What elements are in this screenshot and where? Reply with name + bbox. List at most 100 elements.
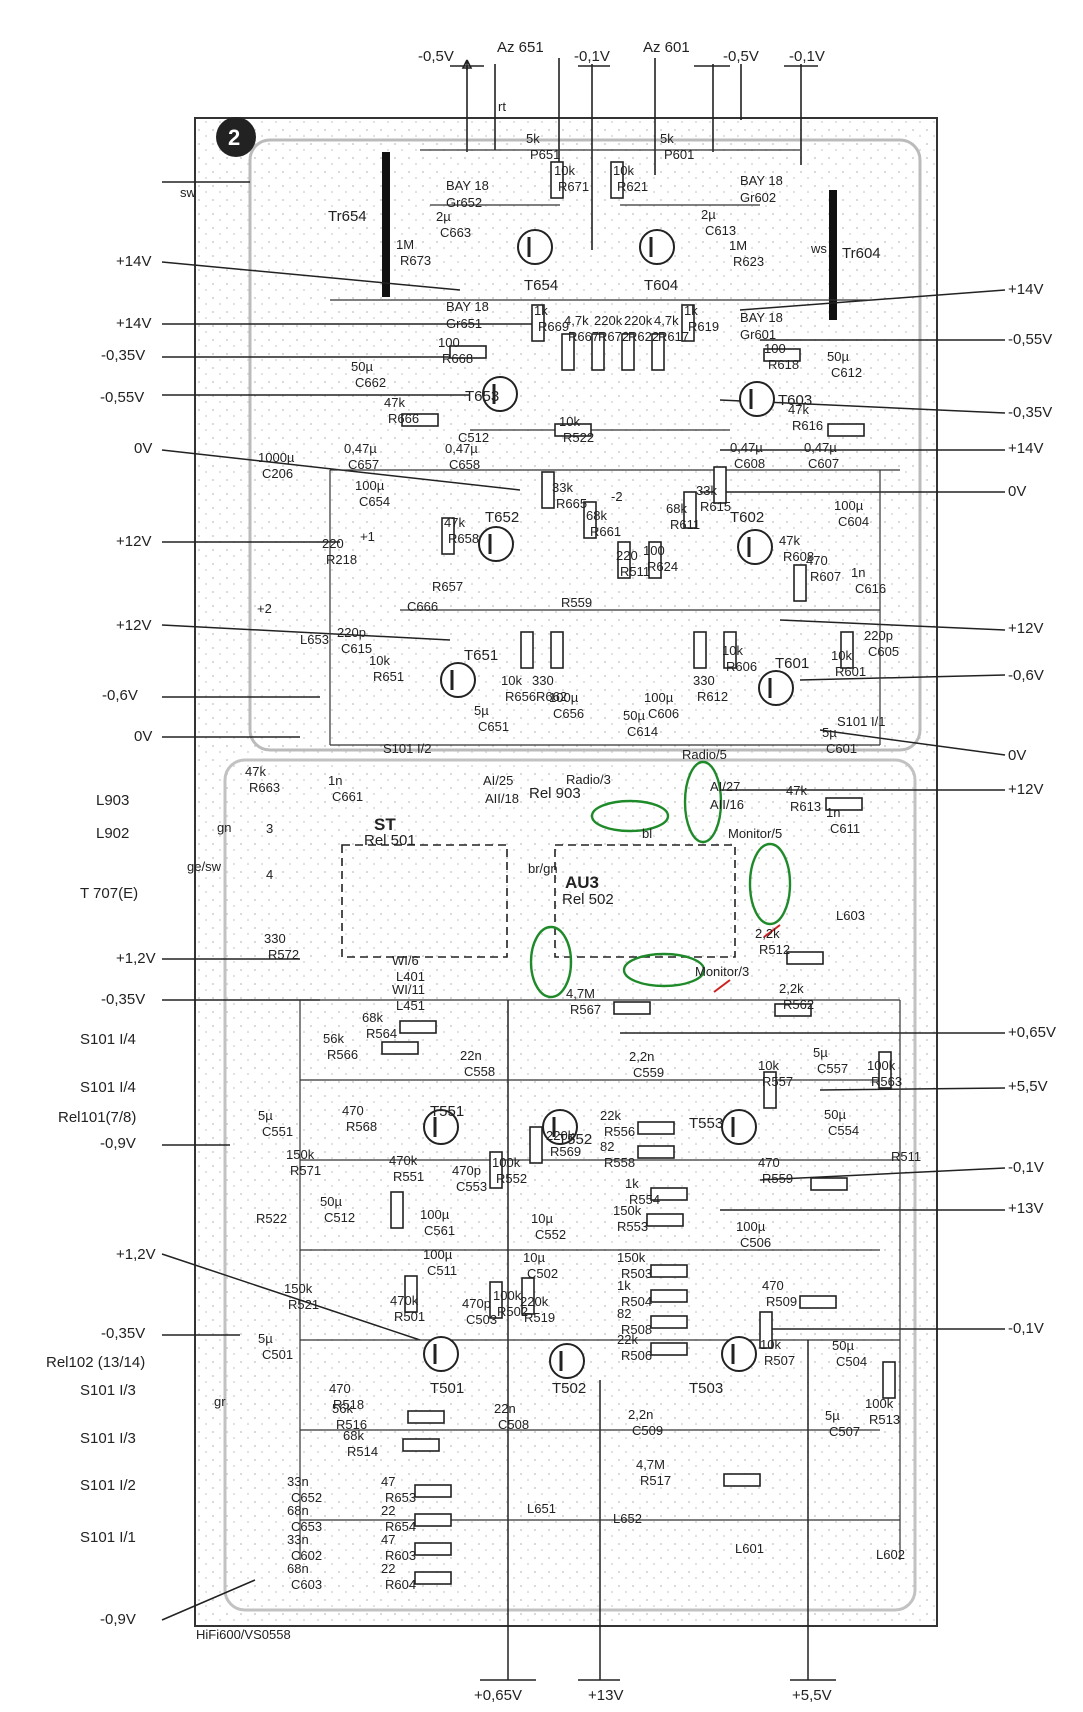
lower-comp-val-31: 100µ bbox=[420, 1207, 450, 1222]
upper-comp-val-2: 2µ bbox=[436, 209, 451, 224]
lower-comp-val-1: 1n bbox=[328, 773, 343, 788]
lower-comp-ref-62: C602 bbox=[291, 1548, 323, 1563]
lower-comp-val-2: 47k bbox=[786, 783, 807, 798]
lower-comp-val-53: 2,2n bbox=[628, 1407, 654, 1422]
transistor-label-4: T652 bbox=[485, 509, 520, 526]
lower-comp-ref-19: C551 bbox=[262, 1124, 294, 1139]
left-rail-0: +14V bbox=[116, 253, 152, 270]
lower-comp-val-7: WI/11 bbox=[392, 982, 425, 997]
lower-comp-val-40: 220k bbox=[520, 1294, 549, 1309]
resistor-horizontal-18 bbox=[799, 1295, 837, 1309]
lower-comp-val-60: 68n bbox=[287, 1503, 309, 1518]
upper-comp-val-45: 10k bbox=[501, 673, 522, 688]
upper-comp-val-40: 1n bbox=[851, 565, 866, 580]
upper-comp-ref-15: R618 bbox=[768, 357, 800, 372]
lower-comp-ref-34: C506 bbox=[740, 1235, 772, 1250]
lower-comp-val-10: 4,7M bbox=[566, 986, 595, 1001]
upper-comp-ref-21: C512 bbox=[458, 430, 490, 445]
transistor-label-1: T604 bbox=[644, 277, 679, 294]
transistor-label-0: T654 bbox=[524, 277, 559, 294]
resistor-horizontal-4 bbox=[554, 423, 592, 437]
transistor-label-13: T503 bbox=[689, 1380, 724, 1397]
left-rail-2: -0,35V bbox=[101, 347, 146, 364]
upper-comp-val-7: 10k bbox=[613, 163, 634, 178]
lower-comp-ref-13: C558 bbox=[464, 1064, 496, 1079]
transistor-symbol-0 bbox=[517, 229, 553, 265]
transformer-tr654 bbox=[382, 152, 390, 297]
lower-comp-val-54: 5µ bbox=[825, 1408, 840, 1423]
resistor-horizontal-14 bbox=[650, 1264, 688, 1278]
resistor-vertical-7 bbox=[681, 304, 695, 342]
lower-comp-ref-35: R501 bbox=[394, 1309, 426, 1324]
lower-comp-ref-15: C557 bbox=[817, 1061, 849, 1076]
upper-comp-val-35: 33k bbox=[696, 483, 717, 498]
lower-comp-ref-60: C653 bbox=[291, 1519, 323, 1534]
board-number-badge bbox=[216, 117, 256, 157]
lower-comp-ref-64: C603 bbox=[291, 1577, 323, 1592]
lower-comp-val-23: 22k bbox=[600, 1108, 621, 1123]
switch-label-8: S101 I/2 bbox=[383, 741, 432, 756]
right-rail-8: +12V bbox=[1008, 781, 1044, 798]
lower-comp-ref-56: R514 bbox=[347, 1444, 379, 1459]
upper-comp-ref-44: R651 bbox=[373, 669, 405, 684]
upper-comp-ref-23: C658 bbox=[449, 457, 481, 472]
upper-comp-ref-35: R615 bbox=[700, 499, 732, 514]
lower-comp-val-62: 33n bbox=[287, 1532, 309, 1547]
left-rail-1: +14V bbox=[116, 315, 152, 332]
upper-comp-val-6: 10k bbox=[554, 163, 575, 178]
upper-comp-ref-16: C662 bbox=[355, 375, 387, 390]
upper-comp-val-17: 50µ bbox=[827, 349, 849, 364]
lower-comp-ref-59: R653 bbox=[385, 1490, 417, 1505]
lower-comp-val-61: 22 bbox=[381, 1503, 396, 1518]
lower-comp-val-6: WI/6 bbox=[392, 953, 419, 968]
upper-comp-ref-14: R668 bbox=[442, 351, 474, 366]
switch-label-1: Radio/5 bbox=[682, 747, 727, 762]
wire-color-2: gn bbox=[217, 820, 232, 835]
lower-comp-ref-27: R558 bbox=[604, 1155, 636, 1170]
upper-comp-val-38: 47k bbox=[779, 533, 800, 548]
resistor-horizontal-16 bbox=[650, 1315, 688, 1329]
lower-comp-val-43: 470 bbox=[762, 1278, 784, 1293]
right-rail-6: -0,6V bbox=[1008, 667, 1044, 684]
lower-comp-ref-29: R554 bbox=[629, 1192, 661, 1207]
lower-comp-val-28: 470 bbox=[758, 1155, 780, 1170]
upper-comp-val-11: 220k bbox=[624, 313, 653, 328]
annotations-red bbox=[713, 924, 781, 993]
lower-comp-ref-48: C504 bbox=[836, 1354, 868, 1369]
resistor-horizontal-25 bbox=[414, 1571, 452, 1585]
footer-label: HiFi600/VS0558 bbox=[196, 1627, 291, 1642]
left-rail-6: +12V bbox=[116, 617, 152, 634]
lower-comp-ref-22: R569 bbox=[550, 1144, 582, 1159]
resistor-vertical-9 bbox=[583, 501, 597, 539]
upper-comp-ref-41: C666 bbox=[407, 599, 439, 614]
upper-comp-ref-6: R671 bbox=[558, 179, 590, 194]
resistor-horizontal-2 bbox=[401, 413, 439, 427]
transistor-symbol-4 bbox=[478, 526, 514, 562]
upper-comp-ref-36: R658 bbox=[448, 531, 480, 546]
lower-comp-ref-4: L603 bbox=[836, 908, 865, 923]
lower-comp-val-59: 47 bbox=[381, 1474, 396, 1489]
lower-comp-ref-39: C502 bbox=[527, 1266, 559, 1281]
switch-label-6: Monitor/5 bbox=[728, 826, 783, 841]
lower-comp-ref-3: C611 bbox=[830, 821, 861, 836]
lower-comp-ref-43: R509 bbox=[766, 1294, 798, 1309]
switch-label-3: AII/18 bbox=[485, 791, 519, 806]
wire-color-4: ws bbox=[811, 241, 827, 256]
resistor-horizontal-11 bbox=[650, 1187, 688, 1201]
upper-comp-val-23: 0,47µ bbox=[445, 441, 478, 456]
right-rail-3: +14V bbox=[1008, 440, 1044, 457]
upper-comp-ref-19: R616 bbox=[792, 418, 824, 433]
resistor-horizontal-13 bbox=[810, 1177, 848, 1191]
upper-comp-val-30: 33k bbox=[552, 480, 573, 495]
upper-comp-ref-17: C612 bbox=[831, 365, 863, 380]
lower-comp-val-57: 4,7M bbox=[636, 1457, 665, 1472]
lower-comp-ref-18: R568 bbox=[346, 1119, 378, 1134]
lower-comp-ref-63: R603 bbox=[385, 1548, 417, 1563]
lower-comp-val-12: 56k bbox=[323, 1031, 344, 1046]
resistor-vertical-22 bbox=[529, 1126, 543, 1164]
transistor-symbol-5 bbox=[737, 529, 773, 565]
upper-comp-ref-0: P651 bbox=[530, 147, 561, 162]
upper-comp-val-32: 220 bbox=[616, 548, 638, 563]
upper-comp-val-39: 470 bbox=[806, 553, 828, 568]
relay-st-title: ST bbox=[374, 815, 396, 834]
